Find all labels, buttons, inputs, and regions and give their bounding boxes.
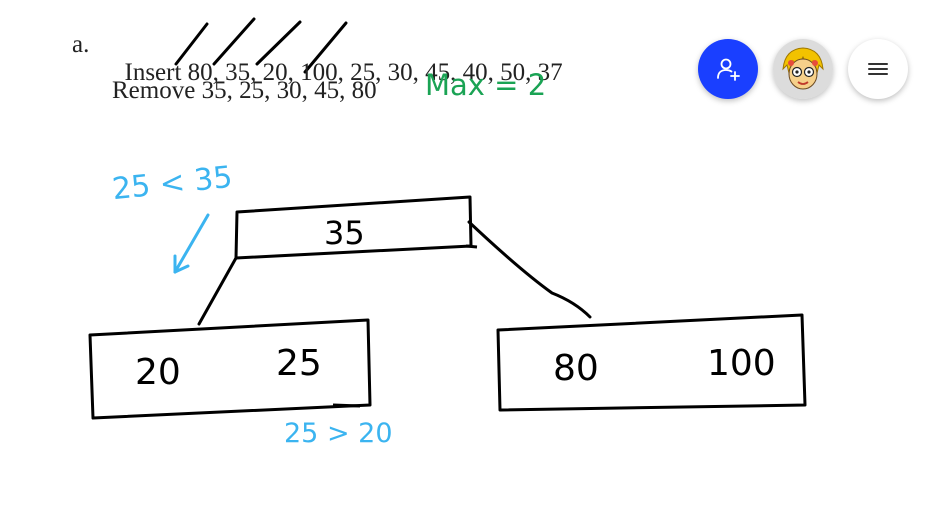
root-key: 35 xyxy=(324,214,365,252)
insert-value: 37 xyxy=(537,59,563,86)
insert-value: 100 xyxy=(300,59,338,86)
insert-value: 30 xyxy=(387,59,413,86)
left-key-1: 20 xyxy=(135,352,181,393)
avatar xyxy=(773,39,833,99)
add-user-button[interactable] xyxy=(698,39,758,99)
insert-value: 80 xyxy=(187,59,213,86)
left-node-box xyxy=(88,318,372,420)
root-node-mark xyxy=(465,244,478,249)
insert-value: 50 xyxy=(500,59,526,86)
right-key-2: 100 xyxy=(707,343,776,384)
remove-line: Remove 35, 25, 30, 45, 80 xyxy=(112,77,377,104)
edge-root-left xyxy=(197,256,238,326)
avatar-button[interactable] xyxy=(773,39,833,99)
add-user-icon xyxy=(717,58,740,81)
compare-bottom-note: 25 > 20 xyxy=(284,418,393,449)
insert-value: 20 xyxy=(262,59,288,86)
insert-values: 80, 35, 20, 100, 25, 30, 45, 40, 50, 37 xyxy=(187,59,563,86)
blue-arrow xyxy=(173,213,210,274)
insert-value: 45 xyxy=(425,59,451,86)
insert-value: 35 xyxy=(225,59,251,86)
max-note: Max = 2 xyxy=(425,68,547,102)
hamburger-menu-icon xyxy=(868,63,888,75)
menu-button[interactable] xyxy=(848,39,908,99)
insert-value: 40 xyxy=(462,59,488,86)
insert-line: Insert 80, 35, 20, 100, 25, 30, 45, 40, … xyxy=(112,31,563,87)
right-node-box xyxy=(496,313,807,412)
insert-word: Insert xyxy=(124,59,182,86)
strike-marks xyxy=(174,17,348,74)
left-key-2: 25 xyxy=(276,343,322,384)
left-node-mark xyxy=(332,403,361,408)
insert-value: 25 xyxy=(350,59,376,86)
right-key-1: 80 xyxy=(553,348,599,389)
problem-label: a. xyxy=(72,31,90,58)
edge-root-right xyxy=(467,220,592,319)
